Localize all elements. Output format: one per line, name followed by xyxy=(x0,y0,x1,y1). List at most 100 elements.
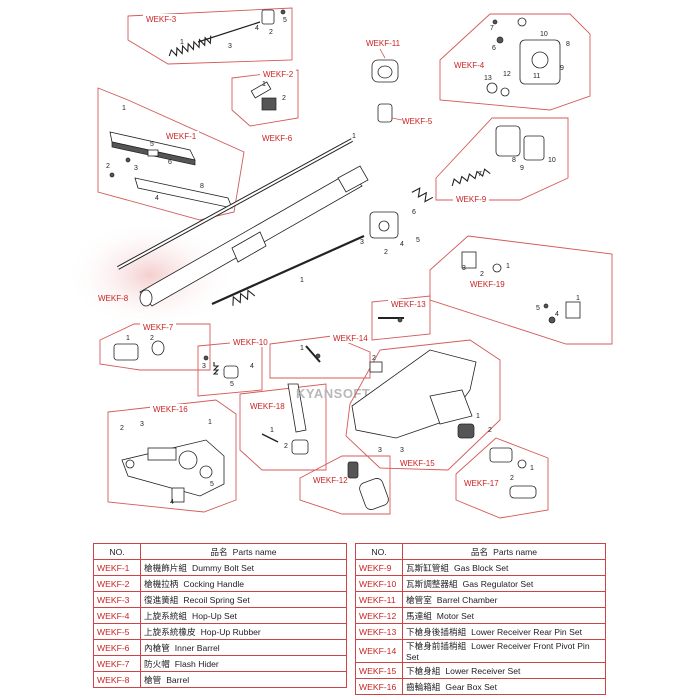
part-name-en: Gear Box Set xyxy=(445,681,497,692)
callout-wekf-14: WEKF-14 xyxy=(333,334,368,343)
callout-wekf-15: WEKF-15 xyxy=(400,459,435,468)
exploded-parts-diagram: WEKF-3 1 3 4 5 2 WEKF-2 1 2 WEKF-11 WEKF… xyxy=(65,7,613,519)
num-2: 2 xyxy=(488,427,492,434)
num-2: 2 xyxy=(282,95,286,102)
part-name-en: Barrel Chamber xyxy=(436,594,498,605)
group-wekf-17: WEKF-17 1 2 xyxy=(455,437,549,519)
callout-wekf-18: WEKF-18 xyxy=(250,402,285,411)
num-10: 10 xyxy=(540,31,548,38)
num-13: 13 xyxy=(484,75,492,82)
header-name-zh: 品名 xyxy=(210,546,228,557)
num-1: 1 xyxy=(300,345,304,352)
num-2: 2 xyxy=(284,443,288,450)
part-code: WEKF-1 xyxy=(93,559,141,576)
group-wekf-18: WEKF-18 1 2 xyxy=(239,383,327,471)
num-1: 1 xyxy=(208,419,212,426)
callout-wekf-13: WEKF-13 xyxy=(391,300,426,309)
num-3: 3 xyxy=(228,43,232,50)
group-wekf-16: WEKF-16 2 3 1 5 4 xyxy=(107,399,237,513)
group-wekf-14: WEKF-14 1 xyxy=(269,333,371,379)
callout-wekf-6: WEKF-6 xyxy=(262,134,293,143)
num-2: 2 xyxy=(480,271,484,278)
num-1: 1 xyxy=(180,39,184,46)
part-name-zh: 槍管室 xyxy=(406,594,432,605)
part-name: 下槍身組 Lower Receiver Set xyxy=(402,662,606,679)
part-code: WEKF-5 xyxy=(93,623,141,640)
num-12: 12 xyxy=(503,71,511,78)
callout-wekf-17: WEKF-17 xyxy=(464,479,499,488)
callout-wekf-16: WEKF-16 xyxy=(153,405,188,414)
callout-wekf-1: WEKF-1 xyxy=(166,132,197,141)
num-4: 4 xyxy=(555,311,559,318)
part-name-zh: 上旋系統橡皮 xyxy=(144,626,196,637)
num-2: 2 xyxy=(269,29,273,36)
group-wekf-6: WEKF-6 1 xyxy=(117,133,356,270)
num-4: 4 xyxy=(155,195,159,202)
part-code: WEKF-7 xyxy=(93,655,141,672)
part-code: WEKF-12 xyxy=(355,607,403,624)
part-name-zh: 瓦斯缸管組 xyxy=(406,562,449,573)
num-3: 3 xyxy=(140,421,144,428)
part-code: WEKF-11 xyxy=(355,591,403,608)
num-1: 1 xyxy=(476,413,480,420)
callout-wekf-3: WEKF-3 xyxy=(146,15,177,24)
group-wekf-1: WEKF-1 1 2 3 5 6 8 4 xyxy=(97,87,245,221)
part-name-en: Lower Receiver Set xyxy=(445,665,521,676)
callout-wekf-10: WEKF-10 xyxy=(233,338,268,347)
num-7: 7 xyxy=(490,25,494,32)
callout-wekf-4: WEKF-4 xyxy=(454,61,485,70)
part-name-zh: 槍機拉柄 xyxy=(144,578,179,589)
part-name-zh: 下槍身組 xyxy=(406,665,441,676)
part-name-en: Hop-Up Set xyxy=(191,610,237,621)
num-3: 3 xyxy=(378,447,382,454)
part-name-en: Cocking Handle xyxy=(183,578,245,589)
part-name: 槍管室 Barrel Chamber xyxy=(402,591,606,608)
part-name-en: Barrel xyxy=(166,674,190,685)
num-1: 1 xyxy=(126,335,130,342)
num-3: 3 xyxy=(462,265,466,272)
num-2: 2 xyxy=(120,425,124,432)
num-4: 4 xyxy=(170,499,174,506)
group-wekf-12: WEKF-12 xyxy=(299,455,391,515)
num-4: 4 xyxy=(255,25,259,32)
num-6: 6 xyxy=(492,45,496,52)
part-code: WEKF-9 xyxy=(355,559,403,576)
long-rod: 1 xyxy=(211,234,365,306)
num-5: 5 xyxy=(536,305,540,312)
part-code: WEKF-10 xyxy=(355,575,403,592)
num-1: 1 xyxy=(300,277,304,284)
num-2: 2 xyxy=(510,475,514,482)
num-3: 3 xyxy=(360,239,364,246)
part-name-en: Motor Set xyxy=(436,610,475,621)
num-8: 8 xyxy=(566,41,570,48)
group-wekf-15: WEKF-15 2 1 2 3 3 xyxy=(345,339,501,471)
num-1: 1 xyxy=(530,465,534,472)
part-name-zh: 瓦斯調整器組 xyxy=(406,578,458,589)
part-code: WEKF-15 xyxy=(355,662,403,679)
num-1: 1 xyxy=(506,263,510,270)
num-1: 1 xyxy=(270,427,274,434)
part-code: WEKF-2 xyxy=(93,575,141,592)
part-code: WEKF-3 xyxy=(93,591,141,608)
header-name-zh: 品名 xyxy=(470,546,489,557)
group-wekf-19: WEKF-19 3 2 1 5 4 1 xyxy=(429,235,613,345)
part-name-zh: 槍機飾片組 xyxy=(144,562,187,573)
